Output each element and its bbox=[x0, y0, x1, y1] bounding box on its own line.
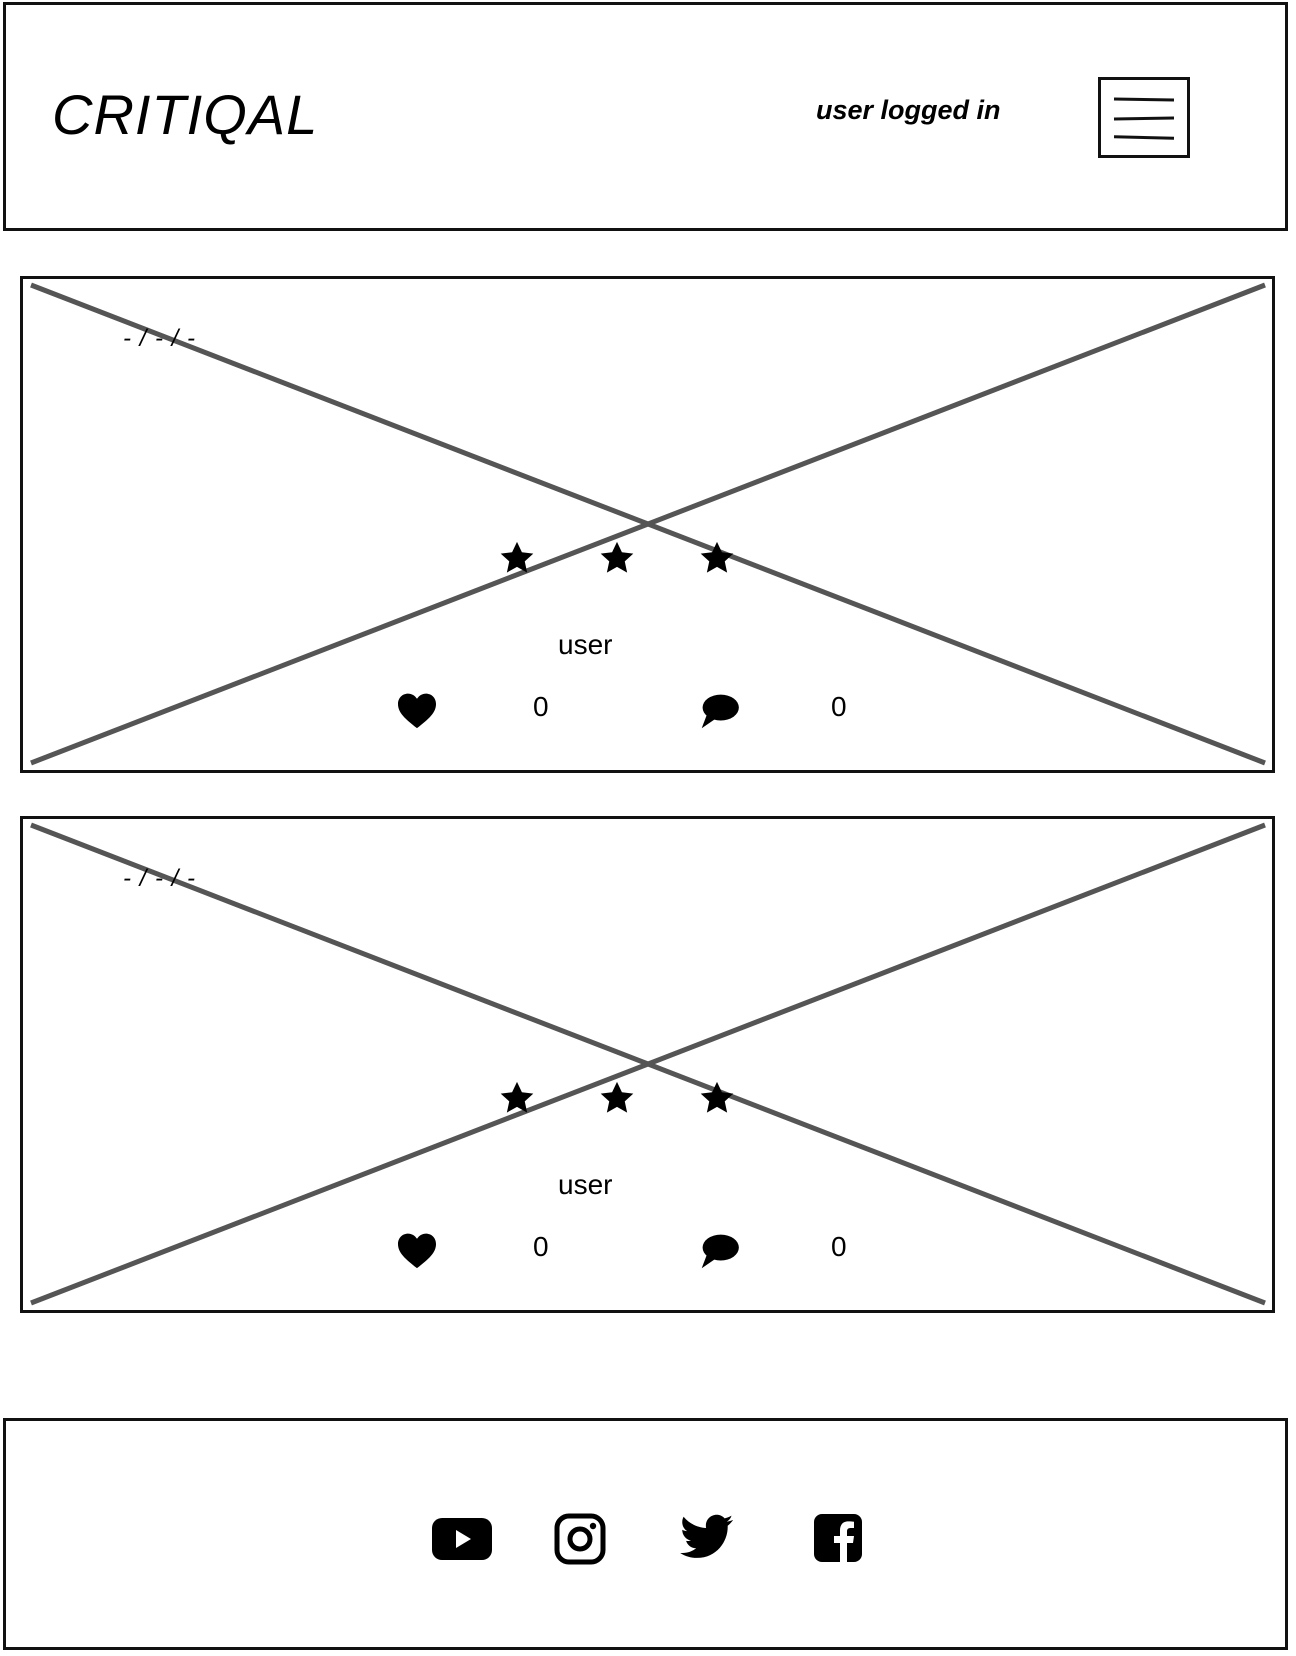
comment-icon[interactable] bbox=[698, 692, 740, 730]
star-icon bbox=[500, 541, 534, 573]
heart-icon[interactable] bbox=[396, 1231, 438, 1269]
menu-bar bbox=[1113, 116, 1175, 121]
site-header: CRITIQAL user logged in bbox=[3, 2, 1288, 231]
site-footer bbox=[3, 1418, 1288, 1650]
instagram-icon[interactable] bbox=[554, 1513, 606, 1565]
like-count: 0 bbox=[533, 1231, 549, 1262]
star-icon bbox=[500, 1081, 534, 1113]
review-card[interactable]: - / - / - user 0 0 bbox=[20, 276, 1275, 773]
star-icon bbox=[700, 541, 734, 573]
star-icon bbox=[600, 1081, 634, 1113]
facebook-icon[interactable] bbox=[813, 1513, 863, 1563]
brand-logo[interactable]: CRITIQAL bbox=[52, 83, 319, 146]
review-username[interactable]: user bbox=[558, 1169, 613, 1200]
youtube-icon[interactable] bbox=[431, 1517, 493, 1561]
star-icon bbox=[700, 1081, 734, 1113]
menu-bar bbox=[1113, 97, 1175, 102]
image-placeholder bbox=[30, 822, 1266, 1306]
review-date: - / - / - bbox=[123, 325, 196, 352]
menu-bar bbox=[1113, 135, 1175, 140]
twitter-icon[interactable] bbox=[680, 1514, 734, 1560]
like-count: 0 bbox=[533, 691, 549, 722]
star-icon bbox=[600, 541, 634, 573]
review-card[interactable]: - / - / - user 0 0 bbox=[20, 816, 1275, 1313]
heart-icon[interactable] bbox=[396, 691, 438, 729]
comment-count: 0 bbox=[831, 691, 847, 722]
hamburger-menu-button[interactable] bbox=[1098, 77, 1190, 158]
comment-count: 0 bbox=[831, 1231, 847, 1262]
review-username[interactable]: user bbox=[558, 629, 613, 660]
user-status-label: user logged in bbox=[816, 95, 1001, 125]
image-placeholder bbox=[30, 282, 1266, 766]
review-date: - / - / - bbox=[123, 865, 196, 892]
comment-icon[interactable] bbox=[698, 1232, 740, 1270]
